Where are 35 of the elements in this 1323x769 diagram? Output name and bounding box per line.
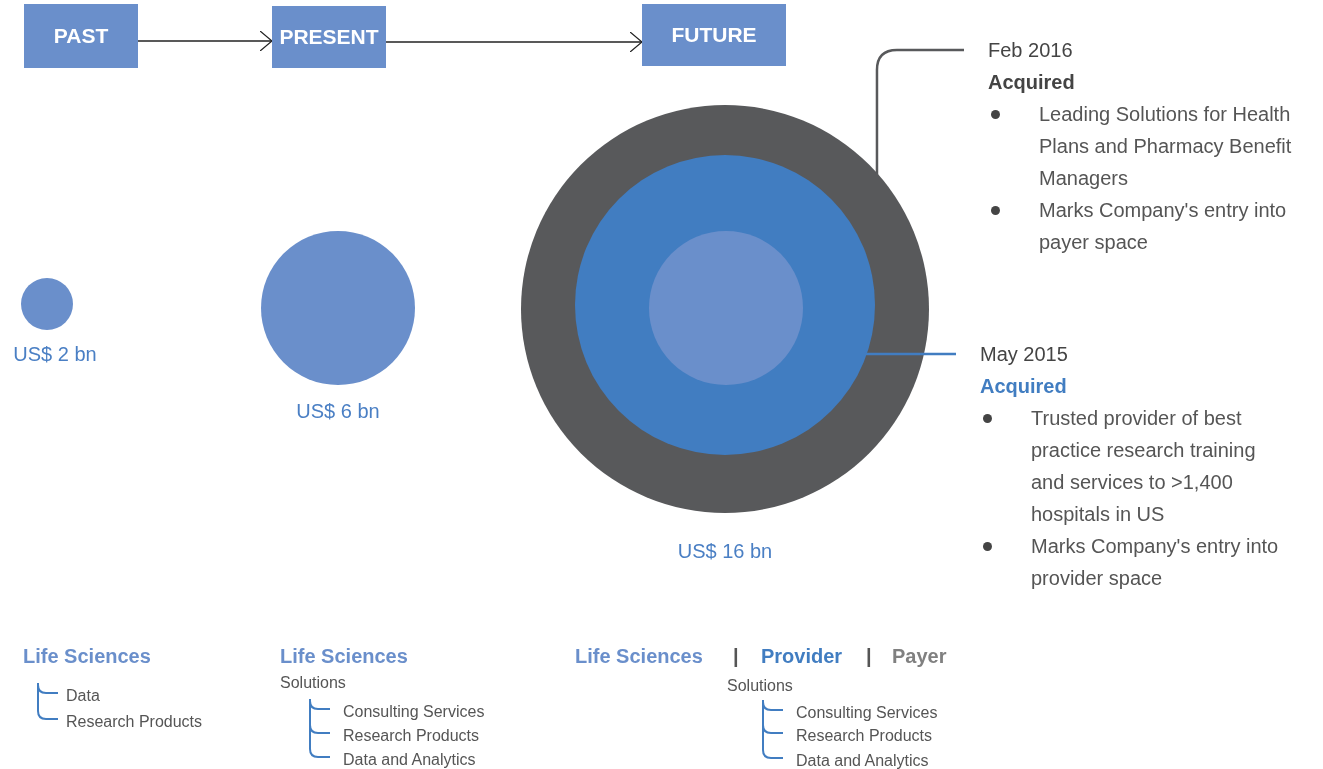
item-text: Data	[66, 686, 100, 706]
value-label: US$ 2 bn	[12, 342, 98, 367]
leader-line	[875, 48, 964, 175]
separator-text: |	[733, 644, 739, 669]
item-text: Research Products	[796, 726, 933, 746]
item-text: Consulting Services	[343, 702, 485, 722]
bullet-text: Marks Company's entry into payer space	[1039, 198, 1288, 255]
stage-box: PAST	[24, 4, 138, 68]
value-label: US$ 16 bn	[676, 539, 774, 564]
item-text: Data and Analytics	[796, 751, 929, 769]
bullet-text: Marks Company's entry into provider space	[1031, 534, 1280, 591]
arrow	[385, 31, 643, 53]
stage-box: FUTURE	[642, 4, 786, 66]
item-text: Consulting Services	[796, 703, 938, 723]
bullet-text: Leading Solutions for Health Plans and Pharmacy Benefit Managers	[1039, 102, 1293, 191]
date-text: May 2015	[980, 342, 1069, 367]
item-text: Solutions	[727, 676, 793, 696]
separator-text: |	[866, 644, 872, 669]
item-text: Data and Analytics	[343, 750, 476, 769]
category-heading: Life Sciences	[575, 644, 703, 669]
leader-line	[864, 352, 956, 356]
arrow	[137, 30, 273, 52]
item-text: Research Products	[343, 726, 480, 746]
item-text: Research Products	[66, 712, 203, 732]
category-heading: Payer	[892, 644, 947, 669]
category-heading: Provider	[761, 644, 843, 669]
callout-heading: Acquired	[988, 70, 1076, 95]
category-heading: Life Sciences	[280, 644, 408, 669]
stage-box: PRESENT	[272, 6, 386, 68]
date-text: Feb 2016	[988, 38, 1074, 63]
value-label: US$ 6 bn	[295, 399, 381, 424]
item-text: Solutions	[280, 673, 346, 693]
callout-heading: Acquired	[980, 374, 1068, 399]
category-heading: Life Sciences	[23, 644, 151, 669]
bullet-text: Trusted provider of best practice research training and services to >1,400 hospitals in US	[1031, 406, 1257, 527]
